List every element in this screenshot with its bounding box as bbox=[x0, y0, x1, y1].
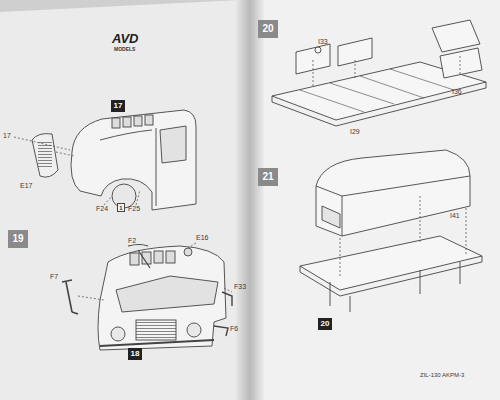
body-canopy bbox=[340, 196, 466, 278]
cab-side-view bbox=[112, 115, 153, 128]
cab-side-view bbox=[145, 115, 153, 125]
part-number: 17 bbox=[3, 132, 11, 139]
part-number: I41 bbox=[450, 212, 460, 219]
cab-side-view bbox=[38, 142, 52, 168]
cab-front-view bbox=[214, 326, 228, 336]
brand-logo: MODELS bbox=[114, 47, 135, 52]
cab-side-view bbox=[112, 118, 120, 128]
cab-side-view bbox=[160, 126, 186, 163]
cab-side-view bbox=[14, 110, 196, 210]
part-number: I29 bbox=[350, 128, 360, 135]
cab-side-view bbox=[71, 110, 196, 210]
cab-front-view bbox=[111, 327, 125, 341]
cab-side-view bbox=[156, 128, 157, 206]
paper bbox=[0, 0, 250, 400]
chassis-frame bbox=[272, 82, 486, 126]
body-canopy bbox=[330, 262, 460, 312]
cab-side-view bbox=[100, 130, 152, 140]
step-number-text: 18 bbox=[131, 350, 140, 358]
cab-front-view bbox=[187, 323, 201, 337]
chassis-frame bbox=[313, 56, 460, 88]
cab-front-view bbox=[62, 280, 78, 314]
part-number: F2 bbox=[128, 237, 136, 244]
part-number: E17 bbox=[20, 182, 32, 189]
paper bbox=[250, 0, 500, 400]
chassis-frame bbox=[300, 69, 454, 112]
part-number: F6 bbox=[230, 325, 238, 332]
cab-side-view bbox=[123, 117, 131, 127]
part-number: F25 bbox=[128, 205, 140, 212]
cab-front-view bbox=[222, 292, 232, 306]
part-number: I33 bbox=[318, 38, 328, 45]
body-canopy bbox=[316, 176, 470, 236]
cab-side-view bbox=[14, 137, 140, 205]
step-number: 20 bbox=[318, 318, 332, 330]
step-number: 21 bbox=[258, 168, 278, 186]
cab-front-view bbox=[116, 276, 218, 312]
cab-front-view bbox=[62, 243, 232, 350]
brand-logo: AVD bbox=[112, 32, 138, 45]
step-number-text: 20 bbox=[262, 24, 273, 34]
chassis-frame bbox=[272, 20, 486, 126]
cab-front-view bbox=[166, 251, 175, 263]
part-number: I36 bbox=[452, 88, 462, 95]
cab-front-view bbox=[98, 246, 226, 350]
quantity-box: 1 bbox=[117, 203, 125, 212]
part-number: F33 bbox=[234, 283, 246, 290]
step-number: 20 bbox=[258, 20, 278, 38]
step-number: 18 bbox=[128, 348, 142, 360]
part-number: F24 bbox=[96, 205, 108, 212]
model-name: ZIL-130 AKPM-3 bbox=[420, 372, 464, 378]
body-canopy bbox=[322, 206, 340, 228]
part-number: F7 bbox=[50, 273, 58, 280]
cab-front-view bbox=[100, 340, 214, 346]
chassis-frame bbox=[315, 47, 321, 53]
cab-side-view bbox=[134, 116, 142, 126]
cab-front-view bbox=[128, 245, 150, 269]
body-canopy bbox=[300, 256, 482, 296]
step-number-text: 17 bbox=[114, 102, 123, 110]
step-number: 17 bbox=[111, 100, 125, 112]
step-number: 19 bbox=[8, 230, 28, 248]
step-number-text: 21 bbox=[262, 172, 273, 182]
paper bbox=[236, 0, 264, 400]
cab-front-view bbox=[184, 248, 192, 256]
body-canopy bbox=[300, 150, 482, 312]
step-number-text: 19 bbox=[12, 234, 23, 244]
part-number: E16 bbox=[196, 234, 208, 241]
cab-front-view bbox=[130, 251, 175, 265]
body-canopy bbox=[316, 150, 470, 236]
cab-front-view bbox=[136, 320, 176, 340]
cab-front-view bbox=[130, 253, 139, 265]
cab-side-view bbox=[32, 134, 58, 178]
step-number-text: 20 bbox=[321, 320, 330, 328]
chassis-frame bbox=[440, 48, 482, 78]
cab-front-view bbox=[78, 243, 232, 300]
quantity-box-text: 1 bbox=[119, 205, 122, 211]
body-canopy bbox=[300, 236, 482, 290]
cab-front-view bbox=[154, 251, 163, 263]
chassis-frame bbox=[432, 20, 480, 52]
